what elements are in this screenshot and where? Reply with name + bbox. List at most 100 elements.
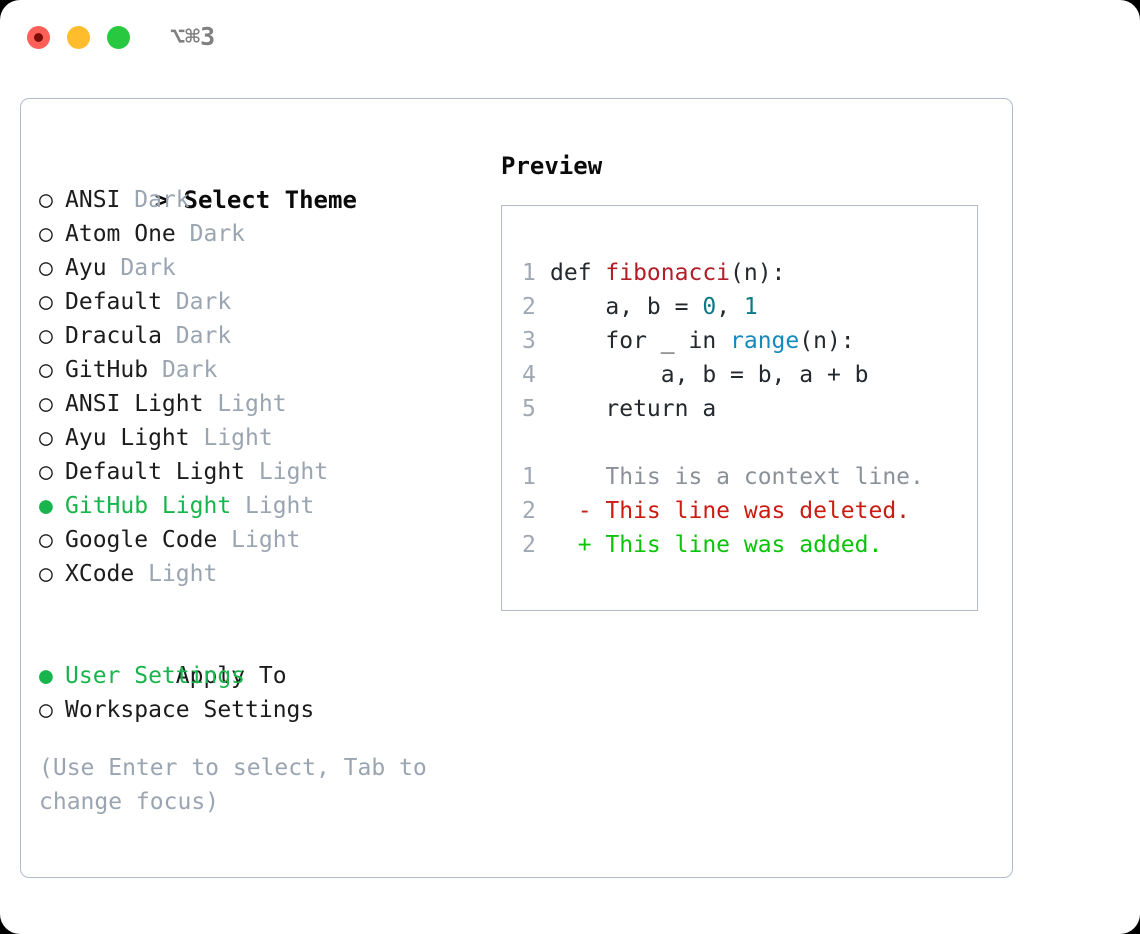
theme-name: GitHub Light xyxy=(65,493,246,519)
radio-unselected-icon: ○ xyxy=(39,697,53,723)
radio-selected-icon: ● xyxy=(39,493,53,519)
code-token: fibonacci xyxy=(605,260,731,286)
theme-name: Default Light xyxy=(65,459,259,485)
minimize-window-button[interactable] xyxy=(67,26,90,49)
diff-sample: 1 This is a context line.2 - This line w… xyxy=(522,460,977,562)
theme-variant: Dark xyxy=(175,289,232,315)
theme-variant: Dark xyxy=(134,187,190,213)
preview-title: Preview xyxy=(501,152,603,180)
line-number: 2 xyxy=(522,532,536,558)
theme-list-item[interactable]: ○ Default Light Light xyxy=(39,455,469,489)
theme-list-item[interactable]: ○ ANSI Light Light xyxy=(39,387,469,421)
theme-variant: Light xyxy=(217,391,287,417)
diff-line: 2 - This line was deleted. xyxy=(522,494,977,528)
radio-unselected-icon: ○ xyxy=(39,323,53,349)
theme-variant: Light xyxy=(231,527,301,553)
theme-list-item[interactable]: ○ Atom One Dark xyxy=(39,217,469,251)
code-line: 2 a, b = 0, 1 xyxy=(522,290,977,324)
code-token: return a xyxy=(550,396,717,422)
theme-list-item[interactable]: ● GitHub Light Light xyxy=(39,489,469,523)
line-number: 5 xyxy=(522,396,536,422)
theme-list-item[interactable]: ○ Google Code Light xyxy=(39,523,469,557)
hint-text: (Use Enter to select, Tab to change focu… xyxy=(39,755,441,815)
code-line: 5 return a xyxy=(522,392,977,426)
page-title: Select Theme xyxy=(183,186,357,214)
radio-unselected-icon: ○ xyxy=(39,221,53,247)
theme-variant: Dark xyxy=(175,323,232,349)
radio-unselected-icon: ○ xyxy=(39,561,53,587)
apply-to-title: Apply To xyxy=(39,625,469,689)
radio-unselected-icon: ○ xyxy=(39,289,53,315)
theme-list-item[interactable]: ○ XCode Light xyxy=(39,557,469,591)
code-token: 0 xyxy=(702,294,717,320)
radio-unselected-icon: ○ xyxy=(39,459,53,485)
code-token: (n): xyxy=(730,260,786,286)
theme-name: Dracula xyxy=(65,323,176,349)
radio-unselected-icon: ○ xyxy=(39,425,53,451)
diff-line: 2 + This line was added. xyxy=(522,528,977,562)
diff-line: 1 This is a context line. xyxy=(522,460,977,494)
radio-selected-icon: ● xyxy=(39,663,53,689)
theme-picker-column: > Select Theme ○ANSI Dark○Atom One Dark○… xyxy=(39,149,469,819)
line-number: 1 xyxy=(522,260,536,286)
theme-name: XCode xyxy=(65,561,149,587)
code-token: range xyxy=(730,328,800,354)
code-token: a, b = b, a + b xyxy=(550,362,869,388)
diff-line-text: - This line was deleted. xyxy=(550,498,911,524)
theme-name: Atom One xyxy=(65,221,190,247)
radio-unselected-icon: ○ xyxy=(39,357,53,383)
code-line: 1 def fibonacci(n): xyxy=(522,256,977,290)
line-number: 3 xyxy=(522,328,536,354)
radio-unselected-icon: ○ xyxy=(39,391,53,417)
code-token: for _ in xyxy=(550,328,731,354)
line-number: 4 xyxy=(522,362,536,388)
apply-to-item[interactable]: ○Workspace Settings xyxy=(39,693,469,727)
diff-line-text: + This line was added. xyxy=(550,532,883,558)
close-icon xyxy=(34,33,43,42)
theme-name: Google Code xyxy=(65,527,232,553)
theme-name: GitHub xyxy=(65,357,162,383)
code-token: a, b = xyxy=(550,294,703,320)
theme-list: ○ ANSI Dark ○ Atom One Dark ○ Ayu Dark ○ Defaul… xyxy=(39,183,469,591)
theme-variant: Light xyxy=(258,459,329,485)
theme-list-item[interactable]: ○ Dracula Dark xyxy=(39,319,469,353)
theme-list-item[interactable]: ○ ANSI Dark xyxy=(39,183,469,217)
apply-to-list: ● User Settings ○Workspace Settings xyxy=(39,659,469,727)
code-line: 4 a, b = b, a + b xyxy=(522,358,977,392)
theme-list-item[interactable]: ○GitHub Dark xyxy=(39,353,469,387)
code-token: def xyxy=(550,260,606,286)
theme-variant: Light xyxy=(203,425,273,451)
theme-variant: Dark xyxy=(189,221,246,247)
theme-list-item[interactable]: ○ Ayu Dark xyxy=(39,251,469,285)
code-token: (n): xyxy=(799,328,855,354)
main-panel: > Select Theme ○ANSI Dark○Atom One Dark○… xyxy=(20,98,1013,878)
apply-to-item[interactable]: ● User Settings xyxy=(39,659,469,693)
theme-variant: Light xyxy=(148,561,218,587)
theme-variant: Dark xyxy=(120,255,176,281)
radio-unselected-icon: ○ xyxy=(39,187,53,213)
theme-variant: Light xyxy=(245,493,315,519)
radio-unselected-icon: ○ xyxy=(39,255,53,281)
apply-to-option-label: User Settings xyxy=(65,663,246,689)
radio-unselected-icon: ○ xyxy=(39,527,53,553)
maximize-window-button[interactable] xyxy=(107,26,130,49)
line-number: 2 xyxy=(522,498,536,524)
line-number: 1 xyxy=(522,464,536,490)
code-line: 3 for _ in range(n): xyxy=(522,324,977,358)
theme-name: ANSI Light xyxy=(65,391,218,417)
keyboard-shortcut-label: ⌥⌘3 xyxy=(170,22,216,51)
section-spacer xyxy=(39,591,469,625)
theme-list-item[interactable]: ○ Default Dark xyxy=(39,285,469,319)
apply-to-label: Apply To xyxy=(175,663,287,689)
code-diff-spacer xyxy=(522,426,977,460)
title-bar: ⌥⌘3 xyxy=(0,0,1140,78)
theme-name: Ayu Light xyxy=(65,425,204,451)
theme-name: Default xyxy=(65,289,176,315)
theme-list-item[interactable]: ○ Ayu Light Light xyxy=(39,421,469,455)
theme-name: Ayu xyxy=(65,255,121,281)
theme-name: ANSI xyxy=(65,187,135,213)
code-token: 1 xyxy=(743,294,758,320)
